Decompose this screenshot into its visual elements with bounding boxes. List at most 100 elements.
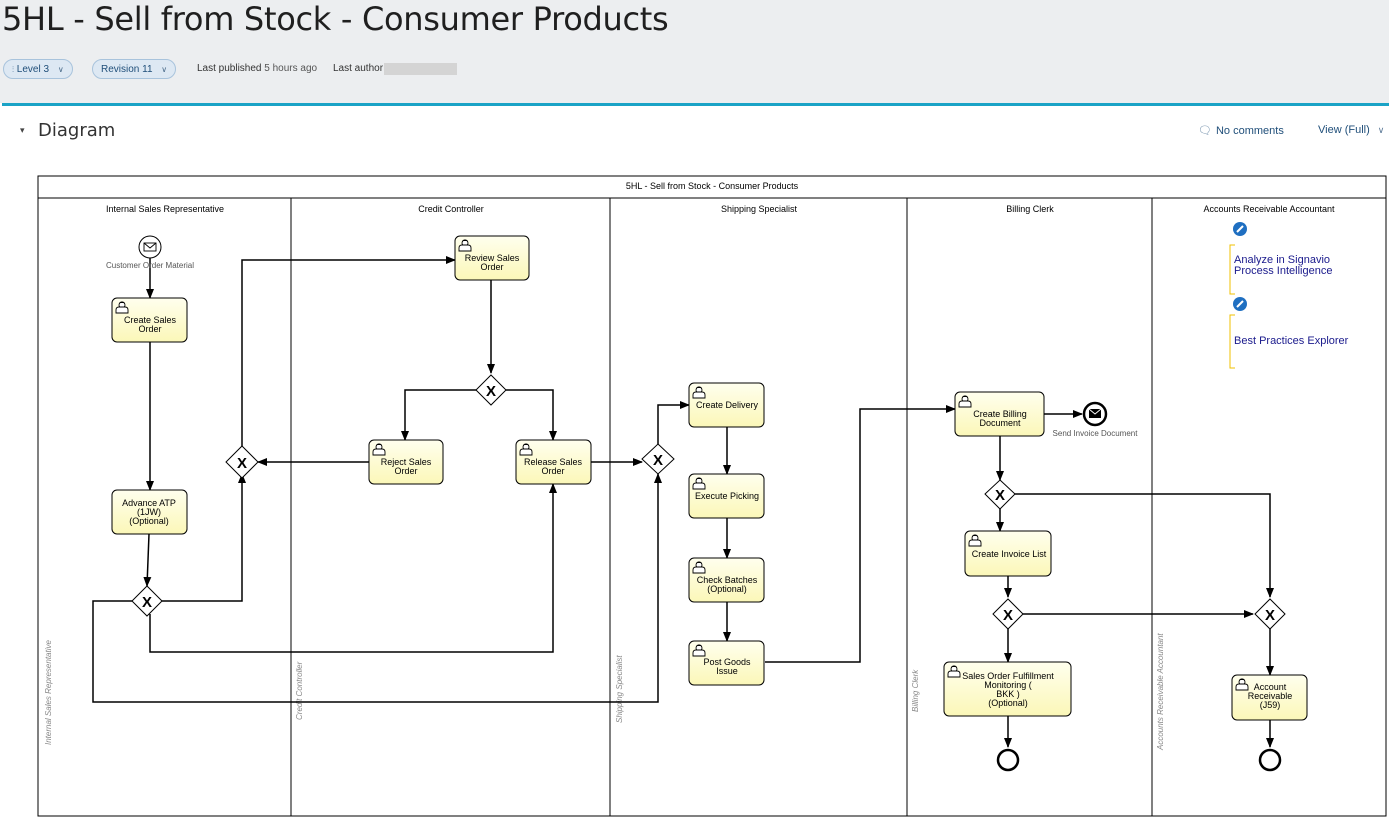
section-title: Diagram (38, 120, 116, 141)
gateway[interactable]: X (1254, 598, 1286, 630)
gateway[interactable]: X (475, 374, 507, 406)
svg-text:X: X (237, 455, 247, 472)
lane-side-label: Accounts Receivable Accountant (1156, 633, 1165, 751)
lane-side-label: Internal Sales Representative (44, 640, 53, 746)
collapse-icon[interactable]: ▾ (20, 125, 25, 135)
gateway[interactable]: X (641, 443, 675, 475)
task-reject-sales-order[interactable]: Reject Sales Order (368, 439, 444, 485)
link-best-practices[interactable]: Best Practices Explorer (1229, 297, 1349, 369)
task-create-billing-document[interactable]: Create Billing Document (954, 391, 1045, 437)
task-check-batches[interactable]: Check Batches (Optional) (688, 557, 765, 603)
link-icon (1236, 300, 1244, 308)
svg-text:Review Sales: Review Sales (465, 253, 520, 263)
svg-text:(Optional): (Optional) (129, 516, 169, 526)
svg-text:Analyze in Signavio: Analyze in Signavio (1234, 254, 1330, 266)
svg-text:Sales Order Fulfillment: Sales Order Fulfillment (962, 671, 1054, 681)
svg-text:X: X (995, 487, 1005, 504)
svg-text:Account: Account (1254, 682, 1287, 692)
svg-text:X: X (1003, 607, 1013, 624)
revision-label: Revision 11 (101, 64, 153, 75)
svg-text:Order: Order (394, 466, 417, 476)
task-execute-picking[interactable]: Execute Picking (688, 473, 765, 519)
last-author-label: Last author (333, 63, 384, 74)
page-header (0, 0, 1389, 103)
chevron-down-icon: ∨ (1377, 125, 1385, 135)
svg-text:Create Sales: Create Sales (124, 315, 177, 325)
svg-text:Receivable: Receivable (1248, 691, 1293, 701)
svg-text:Best Practices Explorer: Best Practices Explorer (1234, 335, 1349, 347)
start-event-label: Customer Order Material (106, 261, 194, 270)
author-redacted (384, 63, 457, 75)
chevron-down-icon: ∨ (161, 65, 168, 74)
gateway[interactable]: X (984, 479, 1016, 510)
svg-text:Advance ATP: Advance ATP (122, 498, 176, 508)
svg-text:(Optional): (Optional) (707, 584, 747, 594)
svg-text:Create Billing: Create Billing (973, 409, 1027, 419)
lane-side-label: Credit Controller (295, 661, 304, 720)
svg-text:Post Goods: Post Goods (703, 657, 751, 667)
last-published-value: 5 hours ago (264, 63, 318, 74)
lane-header: Billing Clerk (1006, 204, 1054, 214)
revision-dropdown[interactable]: Revision 11 ∨ (92, 59, 177, 79)
svg-text:Order: Order (138, 324, 161, 334)
task-review-sales-order[interactable]: Review Sales Order (454, 235, 530, 281)
task-post-goods-issue[interactable]: Post Goods Issue (688, 640, 765, 686)
link-icon (1236, 225, 1244, 233)
svg-text:Create Invoice List: Create Invoice List (972, 549, 1047, 559)
gateway[interactable]: X (992, 598, 1024, 630)
svg-text:Order: Order (480, 262, 503, 272)
end-event[interactable] (1258, 748, 1282, 772)
gateway[interactable]: X (131, 585, 163, 617)
accent-bar (2, 103, 1389, 106)
lane-header: Shipping Specialist (721, 204, 798, 214)
pool-title: 5HL - Sell from Stock - Consumer Product… (626, 181, 799, 191)
svg-text:Check Batches: Check Batches (697, 575, 758, 585)
svg-text:(J59): (J59) (1260, 700, 1281, 710)
svg-text:X: X (142, 594, 152, 611)
svg-text:Document: Document (979, 418, 1021, 428)
view-label: View (Full) (1318, 124, 1370, 136)
lane-header: Credit Controller (418, 204, 484, 214)
svg-text:Order: Order (541, 466, 564, 476)
svg-text:Process Intelligence: Process Intelligence (1234, 265, 1332, 277)
link-analyze-signavio[interactable]: Analyze in Signavio Process Intelligence (1229, 222, 1332, 295)
comment-icon: 🗨 (1198, 125, 1212, 137)
level-icon: ⫶ (12, 65, 14, 74)
task-sales-order-fulfillment[interactable]: Sales Order Fulfillment Monitoring ( BKK… (943, 661, 1072, 717)
svg-text:Execute Picking: Execute Picking (695, 491, 759, 501)
last-published-label: Last published (197, 63, 262, 74)
svg-text:Issue: Issue (716, 666, 738, 676)
task-create-sales-order[interactable]: Create Sales Order (111, 297, 188, 343)
task-release-sales-order[interactable]: Release Sales Order (515, 439, 592, 485)
gateway[interactable]: X (225, 445, 259, 479)
svg-text:(Optional): (Optional) (988, 698, 1028, 708)
message-end-event[interactable] (1082, 401, 1108, 427)
last-published: Last published 5 hours ago (197, 63, 317, 74)
last-author: Last author (333, 63, 383, 74)
svg-text:X: X (486, 383, 496, 400)
chevron-down-icon: ∨ (57, 65, 64, 74)
level-dropdown[interactable]: ⫶ Level 3 ∨ (3, 59, 73, 79)
lane-header: Internal Sales Representative (106, 204, 224, 214)
start-event[interactable] (138, 235, 162, 259)
svg-text:Release Sales: Release Sales (524, 457, 583, 467)
task-advance-atp[interactable]: Advance ATP (1JW) (Optional) (111, 489, 188, 535)
level-label: Level 3 (16, 64, 50, 75)
page-title: 5HL - Sell from Stock - Consumer Product… (2, 0, 669, 38)
svg-text:(1JW): (1JW) (137, 507, 161, 517)
svg-text:Reject Sales: Reject Sales (381, 457, 432, 467)
lane-side-label: Billing Clerk (911, 669, 920, 712)
task-create-invoice-list[interactable]: Create Invoice List (964, 530, 1052, 577)
comments-button[interactable]: 🗨No comments (1198, 124, 1284, 137)
message-end-event-label: Send Invoice Document (1053, 429, 1139, 438)
task-account-receivable[interactable]: Account Receivable (J59) (1231, 674, 1308, 721)
svg-text:X: X (653, 452, 663, 469)
svg-text:BKK ): BKK ) (996, 689, 1020, 699)
end-event[interactable] (996, 748, 1020, 772)
svg-text:X: X (1265, 607, 1275, 624)
task-create-delivery[interactable]: Create Delivery (688, 382, 765, 428)
lane-header: Accounts Receivable Accountant (1203, 204, 1335, 214)
comments-label: No comments (1215, 125, 1284, 137)
view-dropdown[interactable]: View (Full) ∨ (1318, 124, 1384, 136)
